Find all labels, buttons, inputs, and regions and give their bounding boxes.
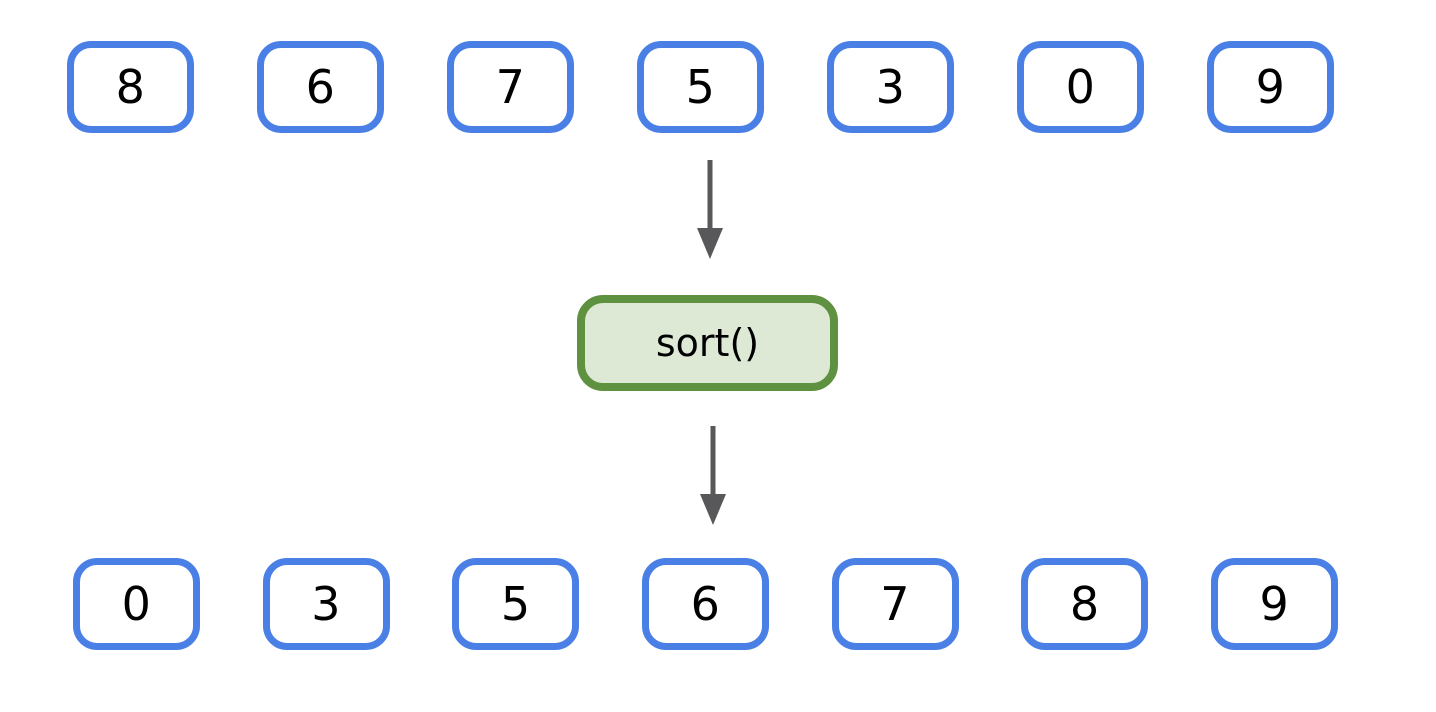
input-box: 9: [1207, 41, 1334, 133]
input-box: 7: [447, 41, 574, 133]
input-box: 3: [827, 41, 954, 133]
output-value: 9: [1259, 577, 1290, 631]
output-box: 0: [73, 558, 200, 650]
input-value: 9: [1255, 60, 1286, 114]
input-row: 8 6 7 5 3 0 9: [67, 41, 1334, 133]
output-value: 3: [311, 577, 342, 631]
input-box: 5: [637, 41, 764, 133]
input-value: 7: [495, 60, 526, 114]
output-box: 5: [452, 558, 580, 650]
input-box: 0: [1017, 41, 1144, 133]
input-box: 6: [257, 41, 384, 133]
output-value: 0: [121, 577, 152, 631]
input-value: 6: [305, 60, 336, 114]
input-box: 8: [67, 41, 194, 133]
output-value: 5: [500, 577, 531, 631]
down-arrow-icon: [697, 160, 723, 259]
sort-operation-label: sort(): [655, 321, 760, 365]
input-value: 8: [115, 60, 146, 114]
output-row: 0 3 5 6 7 8 9: [73, 557, 1338, 651]
output-box: 9: [1210, 558, 1338, 650]
output-value: 7: [880, 577, 911, 631]
input-value: 5: [685, 60, 716, 114]
output-box: 6: [641, 558, 769, 650]
output-box: 8: [1021, 558, 1149, 650]
input-value: 0: [1065, 60, 1096, 114]
down-arrow-icon: [700, 426, 726, 525]
output-value: 6: [690, 577, 721, 631]
input-value: 3: [875, 60, 906, 114]
sort-operation-box: sort(): [577, 295, 838, 391]
output-value: 8: [1069, 577, 1100, 631]
output-box: 3: [262, 558, 390, 650]
output-box: 7: [831, 558, 959, 650]
